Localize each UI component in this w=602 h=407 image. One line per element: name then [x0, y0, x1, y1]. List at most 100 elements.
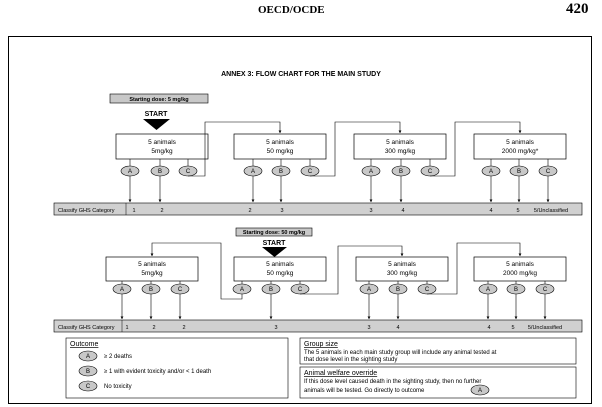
svg-text:C: C [308, 169, 313, 175]
svg-text:A: A [369, 169, 373, 175]
svg-text:A: A [240, 287, 244, 293]
svg-text:5mg/kg: 5mg/kg [141, 270, 163, 277]
dose-box-top-50: 5 animals 50 mg/kg [233, 133, 327, 160]
svg-text:2000 mg/kg: 2000 mg/kg [503, 270, 537, 277]
svg-text:B: B [399, 169, 403, 175]
starting-dose-label-top [109, 93, 209, 104]
svg-text:If this dose level caused deat: If this dose level caused death in the s… [304, 379, 481, 385]
svg-text:2: 2 [152, 325, 155, 331]
svg-text:The 5 animals in each main stu: The 5 animals in each main study group w… [304, 350, 497, 356]
start-label-bottom: START [263, 240, 287, 247]
svg-text:B: B [396, 287, 400, 293]
dose-box-bottom-50: 5 animals 50 mg/kg [233, 256, 327, 282]
ghs-category-bar-bottom [53, 319, 583, 333]
dose-box-top-2000: 5 animals 2000 mg/kg* [473, 133, 567, 160]
svg-text:C: C [425, 287, 430, 293]
svg-text:2000 mg/kg*: 2000 mg/kg* [502, 148, 539, 155]
svg-text:≥ 2 deaths: ≥ 2 deaths [104, 354, 132, 360]
page-number: 420 [566, 1, 589, 17]
flowchart-title: ANNEX 3: FLOW CHART FOR THE MAIN STUDY [221, 71, 381, 78]
svg-text:C: C [186, 169, 191, 175]
svg-text:1: 1 [132, 208, 135, 214]
svg-text:50 mg/kg: 50 mg/kg [267, 270, 294, 277]
svg-text:Outcome: Outcome [70, 341, 99, 348]
svg-text:B: B [149, 287, 153, 293]
svg-text:Animal welfare override: Animal welfare override [304, 370, 377, 377]
svg-text:3: 3 [280, 208, 283, 214]
svg-text:2: 2 [160, 208, 163, 214]
svg-text:5 animals: 5 animals [386, 139, 415, 146]
svg-text:2: 2 [248, 208, 251, 214]
svg-text:5: 5 [511, 325, 514, 331]
svg-text:5 animals: 5 animals [506, 139, 535, 146]
svg-text:≥ 1 with evident toxicity and/: ≥ 1 with evident toxicity and/or < 1 dea… [104, 369, 211, 375]
svg-text:4: 4 [487, 325, 490, 331]
svg-text:C: C [428, 169, 433, 175]
outcome-legend: Outcome A ≥ 2 deaths B ≥ 1 with evident … [65, 337, 289, 399]
ghs-values-top: 1 2 2 3 3 4 4 5 5/Unclassified [132, 208, 568, 214]
svg-text:5 animals: 5 animals [506, 261, 535, 268]
svg-text:A: A [251, 169, 255, 175]
svg-text:A: A [489, 169, 493, 175]
svg-text:5 animals: 5 animals [138, 261, 167, 268]
ghs-label-bottom: Classify GHS Category [58, 325, 115, 331]
starting-dose-label-bottom [235, 227, 313, 237]
svg-text:3: 3 [274, 325, 277, 331]
svg-text:Starting dose: 50 mg/kg: Starting dose: 50 mg/kg [243, 230, 305, 236]
svg-text:4: 4 [401, 208, 404, 214]
svg-text:A: A [486, 287, 490, 293]
svg-text:C: C [543, 287, 548, 293]
svg-text:5/Unclassified: 5/Unclassified [528, 325, 562, 331]
animal-welfare-note: Animal welfare override If this dose lev… [299, 366, 577, 399]
svg-text:C: C [546, 169, 551, 175]
svg-text:4: 4 [396, 325, 399, 331]
svg-text:5 animals: 5 animals [388, 261, 417, 268]
svg-text:B: B [158, 169, 162, 175]
dose-box-bottom-300: 5 animals 300 mg/kg [355, 256, 449, 282]
dose-box-top-5: 5 animals 5mg/kg [115, 133, 209, 160]
dose-box-bottom-2000: 5 animals 2000 mg/kg [473, 256, 567, 282]
svg-text:B: B [514, 287, 518, 293]
svg-text:A: A [120, 287, 124, 293]
svg-text:5 animals: 5 animals [148, 139, 177, 146]
svg-text:1: 1 [125, 325, 128, 331]
svg-text:A: A [86, 354, 90, 360]
svg-text:animals will be tested. Go dir: animals will be tested. Go directly to o… [304, 388, 425, 394]
svg-text:C: C [298, 287, 303, 293]
svg-text:A: A [128, 169, 132, 175]
svg-text:300 mg/kg: 300 mg/kg [385, 148, 416, 155]
svg-text:4: 4 [489, 208, 492, 214]
flowchart-frame [8, 36, 592, 404]
dose-box-top-300: 5 animals 300 mg/kg [353, 133, 447, 160]
svg-text:3: 3 [367, 325, 370, 331]
document-header-title: OECD/OCDE [258, 4, 325, 16]
svg-text:3: 3 [369, 208, 372, 214]
svg-text:C: C [86, 384, 91, 390]
svg-text:A: A [367, 287, 371, 293]
start-label-top: START [145, 111, 169, 118]
svg-text:No toxicity: No toxicity [104, 384, 132, 390]
group-size-note: Group size The 5 animals in each main st… [299, 337, 577, 365]
svg-text:5mg/kg: 5mg/kg [151, 148, 173, 155]
svg-text:B: B [269, 287, 273, 293]
dose-box-bottom-5: 5 animals 5mg/kg [105, 256, 199, 282]
svg-text:A: A [478, 388, 482, 394]
svg-text:C: C [178, 287, 183, 293]
svg-text:B: B [279, 169, 283, 175]
ghs-values-bottom: 1 2 2 3 3 4 4 5 5/Unclassified [125, 325, 562, 331]
svg-text:5 animals: 5 animals [266, 261, 295, 268]
svg-text:2: 2 [182, 325, 185, 331]
svg-text:5: 5 [516, 208, 519, 214]
svg-text:50 mg/kg: 50 mg/kg [267, 148, 294, 155]
svg-text:5 animals: 5 animals [266, 139, 295, 146]
svg-text:Group size: Group size [304, 341, 338, 348]
svg-text:that dose level in the sightin: that dose level in the sighting study [304, 357, 397, 363]
svg-text:5/Unclassified: 5/Unclassified [534, 208, 568, 214]
ghs-label-top: Classify GHS Category [58, 208, 115, 214]
svg-text:B: B [517, 169, 521, 175]
start-arrow-top [143, 119, 170, 130]
svg-text:300 mg/kg: 300 mg/kg [387, 270, 418, 277]
ghs-category-bar-top [53, 202, 583, 216]
svg-text:B: B [86, 369, 90, 375]
